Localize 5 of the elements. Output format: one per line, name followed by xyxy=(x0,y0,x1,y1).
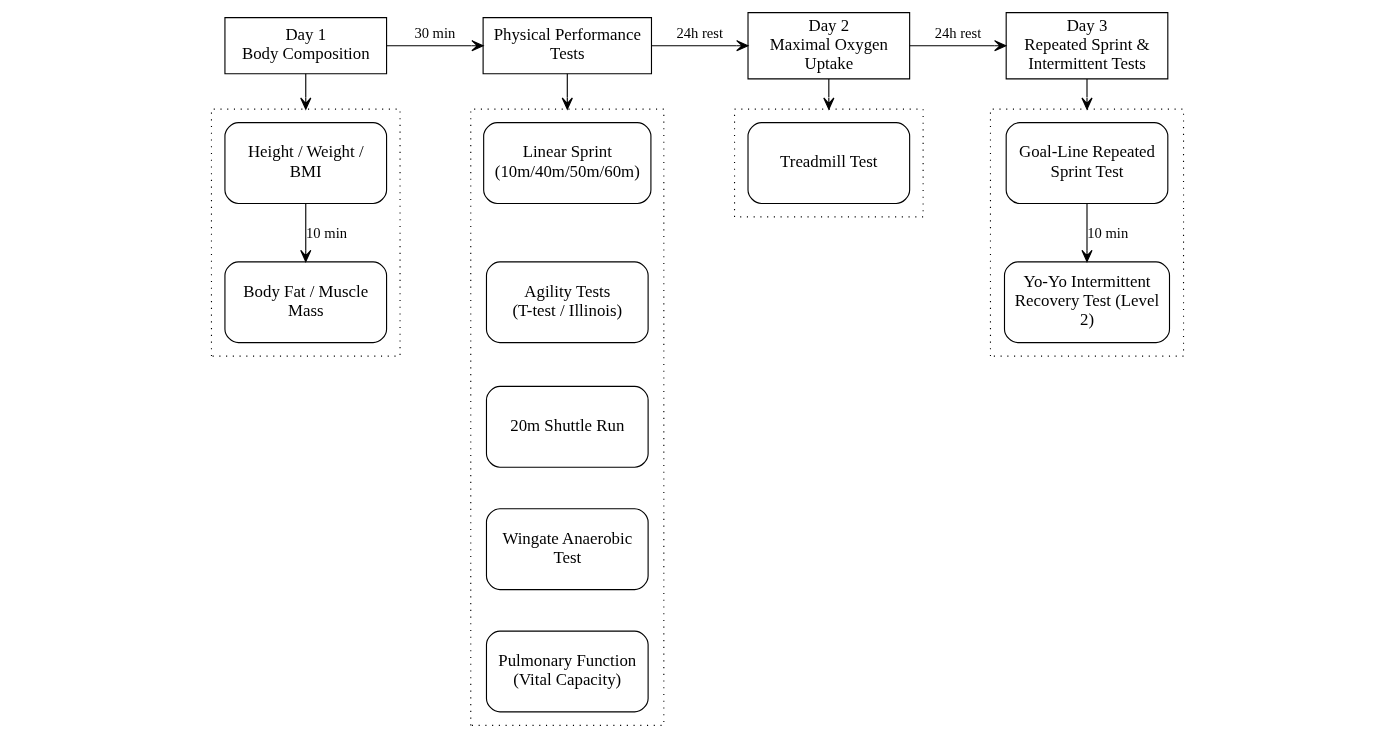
edge-label: 10 min xyxy=(1086,224,1128,241)
edge-label: 10 min xyxy=(305,224,347,241)
edge-label: 24h rest xyxy=(934,25,981,42)
edge-label: 30 min xyxy=(413,25,455,42)
edge-label: 24h rest xyxy=(675,25,723,42)
